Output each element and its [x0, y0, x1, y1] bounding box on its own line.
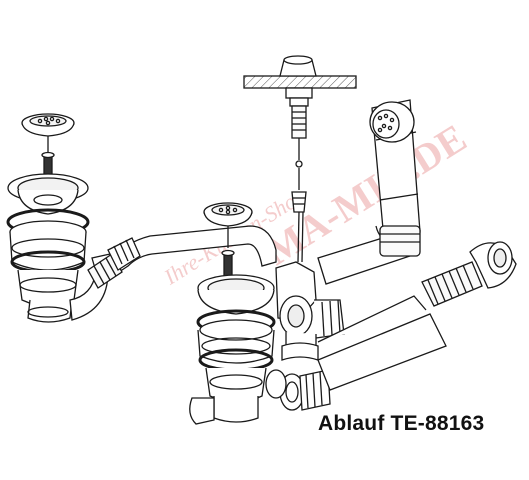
connecting-pipe	[87, 225, 277, 289]
left-rings	[6, 208, 90, 323]
right-outlet-elbow	[189, 397, 215, 425]
right-rings	[196, 309, 276, 423]
popup-knob	[279, 55, 317, 168]
corrugated-hose	[421, 241, 517, 307]
part-caption: Ablauf TE-88163	[318, 412, 485, 435]
bowden-cable	[291, 168, 307, 263]
middle-screw	[221, 249, 235, 277]
countertop-section	[243, 75, 357, 89]
right-sink-flange	[197, 274, 275, 315]
tee-junction	[275, 261, 345, 361]
bottle-trap	[369, 99, 421, 257]
middle-strainer-basket	[203, 202, 253, 248]
left-strainer-basket	[21, 113, 75, 152]
left-sink-flange	[7, 173, 89, 215]
main-drain-pipe	[317, 295, 447, 391]
lower-couplings	[265, 369, 331, 411]
